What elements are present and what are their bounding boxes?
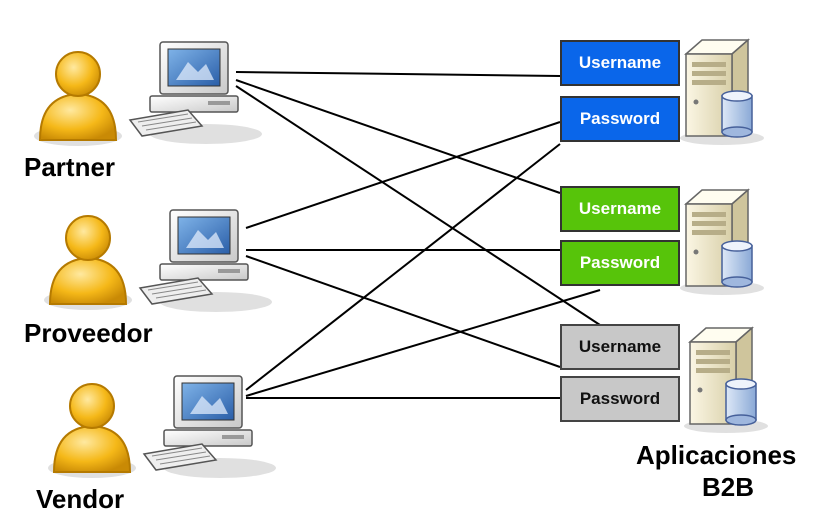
user-label-proveedor: Proveedor xyxy=(24,318,153,348)
person-icon xyxy=(33,51,123,147)
computer-icon xyxy=(129,41,263,145)
connection-line xyxy=(245,143,561,391)
connections xyxy=(235,71,601,399)
user-label-vendor: Vendor xyxy=(36,484,125,514)
server-icon xyxy=(679,39,765,146)
apps-caption-line2: B2B xyxy=(702,472,755,502)
connection-line xyxy=(245,255,561,368)
server-icon xyxy=(683,327,769,434)
user-label-partner: Partner xyxy=(24,152,116,182)
password-field-app-2[interactable]: Password xyxy=(560,240,680,286)
person-icon xyxy=(47,383,137,479)
server-icon xyxy=(679,189,765,296)
username-field-app-3[interactable]: Username xyxy=(560,324,680,370)
connection-line xyxy=(245,289,601,397)
username-field-app-2[interactable]: Username xyxy=(560,186,680,232)
apps-caption-line1: Aplicaciones xyxy=(636,440,797,470)
password-field-app-1[interactable]: Password xyxy=(560,96,680,142)
connection-line xyxy=(235,71,561,77)
connection-line xyxy=(235,79,561,194)
connection-line xyxy=(235,85,601,326)
connection-line xyxy=(245,121,561,229)
person-icon xyxy=(43,215,133,311)
username-field-app-1[interactable]: Username xyxy=(560,40,680,86)
computer-icon xyxy=(143,375,277,479)
password-field-app-3[interactable]: Password xyxy=(560,376,680,422)
